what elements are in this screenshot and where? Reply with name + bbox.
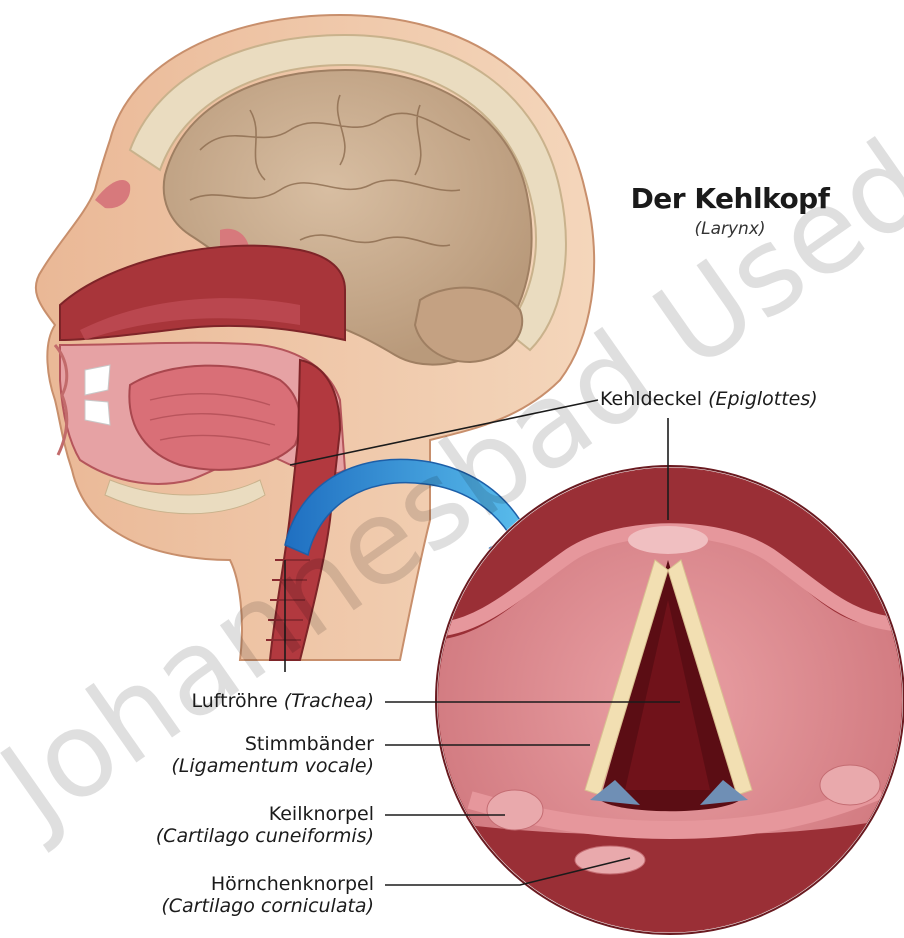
diagram-title: Der Kehlkopf (610, 182, 850, 215)
label-epiglottis: Kehldeckel (Epiglottes) (600, 388, 818, 410)
label-vocal-cords-latin: (Ligamentum vocale) (171, 755, 374, 777)
label-corniculate: Hörnchenknorpel (Cartilago corniculata) (161, 873, 374, 917)
label-epiglottis-latin: (Epiglottes) (708, 388, 818, 410)
larynx-closeup (430, 460, 904, 938)
title-block: Der Kehlkopf (Larynx) (610, 182, 850, 239)
label-vocal-cords-name: Stimmbänder (171, 733, 374, 755)
label-trachea-name: Luftröhre (191, 690, 277, 712)
label-cuneiform: Keilknorpel (Cartilago cuneiformis) (156, 803, 374, 847)
label-cuneiform-name: Keilknorpel (156, 803, 374, 825)
label-vocal-cords: Stimmbänder (Ligamentum vocale) (171, 733, 374, 777)
label-epiglottis-name: Kehldeckel (600, 388, 702, 410)
label-corniculate-latin: (Cartilago corniculata) (161, 895, 374, 917)
label-trachea: Luftröhre (Trachea) (191, 690, 374, 712)
label-corniculate-name: Hörnchenknorpel (161, 873, 374, 895)
diagram-subtitle: (Larynx) (610, 219, 850, 239)
label-trachea-latin: (Trachea) (284, 690, 374, 712)
label-cuneiform-latin: (Cartilago cuneiformis) (156, 825, 374, 847)
